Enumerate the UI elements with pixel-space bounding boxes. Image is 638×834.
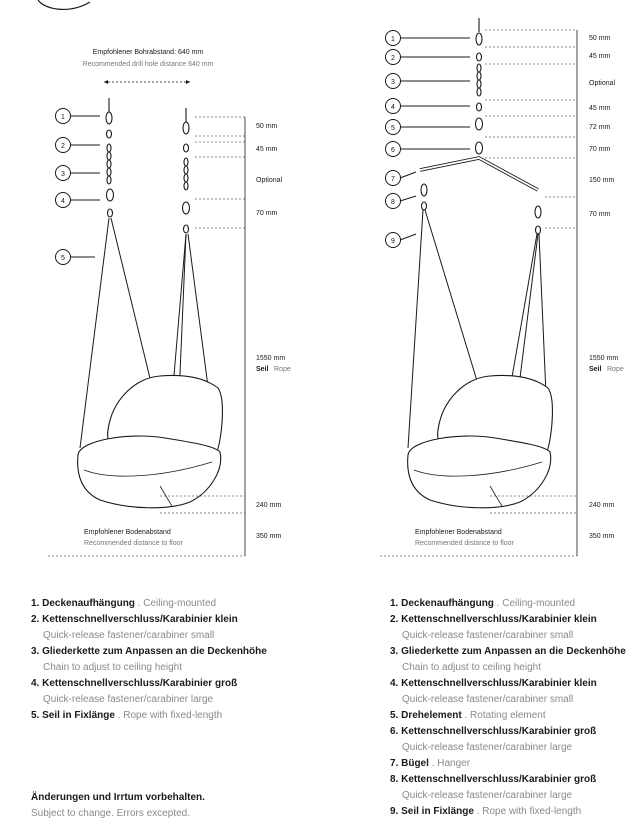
right-dim-70b: 70 mm: [589, 211, 611, 218]
left-dim-50: 50 mm: [256, 123, 278, 130]
legend-right-item: 1. Deckenaufhängung . Ceiling-mounted: [390, 598, 576, 609]
left-markers: [55, 108, 100, 265]
right-chain: [474, 18, 484, 155]
right-dim-70a: 70 mm: [589, 146, 611, 153]
right-marker-9: 9: [391, 238, 395, 245]
right-dim-45b: 45 mm: [589, 105, 611, 112]
legend-right-item: 9. Seil in Fixlänge . Rope with fixed-le…: [390, 806, 582, 817]
right-rope-de: Seil: [589, 366, 602, 373]
legend-left-item: 4. Kettenschnellverschluss/Karabinier gr…: [31, 678, 238, 689]
right-diagram: 1 2 3 4 5 6 7 8 9 50 mm 45 mm Optional 4…: [380, 18, 624, 557]
right-dim-150: 150 mm: [589, 177, 614, 184]
assembly-diagram: Empfohlener Bohrabstand: 640 mm Recommen…: [37, 0, 624, 557]
left-marker-1: 1: [61, 114, 65, 121]
legend-left-item: 2. Kettenschnellverschluss/Karabinier kl…: [31, 614, 238, 625]
right-marker-3: 3: [391, 79, 395, 86]
right-dim-240: 240 mm: [589, 502, 614, 509]
legend-right: 1. Deckenaufhängung . Ceiling-mounted 2.…: [390, 596, 638, 820]
legend-right-item: 8. Kettenschnellverschluss/Karabinier gr…: [390, 774, 597, 785]
legend-right-sub: Quick-release fastener/carabiner large: [402, 742, 573, 753]
legend-right-sub: Chain to adjust to ceiling height: [402, 662, 541, 673]
right-marker-4: 4: [391, 104, 395, 111]
footer-de: Änderungen und Irrtum vorbehalten.: [31, 792, 205, 803]
right-marker-6: 6: [391, 147, 395, 154]
right-dim-1550: 1550 mm: [589, 355, 618, 362]
hanger-bar: [419, 156, 539, 192]
legend-left-item: 1. Deckenaufhängung . Ceiling-mounted: [31, 598, 217, 609]
legend-left-sub: Quick-release fastener/carabiner large: [43, 694, 214, 705]
left-rope-en: Rope: [274, 366, 291, 373]
right-floor-en: Recommended distance to floor: [415, 540, 514, 547]
left-diagram: Empfohlener Bohrabstand: 640 mm Recommen…: [37, 0, 291, 557]
left-floor-en: Recommended distance to floor: [84, 540, 183, 547]
left-drill-de: Empfohlener Bohrabstand: 640 mm: [93, 49, 204, 56]
right-marker-5: 5: [391, 125, 395, 132]
left-dim-optional: Optional: [256, 177, 283, 184]
left-floor-de: Empfohlener Bodenabstand: [84, 529, 171, 536]
left-dimension-lines: [48, 116, 245, 557]
left-chain-left: [105, 98, 115, 218]
left-rope-de: Seil: [256, 366, 269, 373]
legend-right-item: 6. Kettenschnellverschluss/Karabinier gr…: [390, 726, 597, 737]
right-rope-en: Rope: [607, 366, 624, 373]
left-marker-5: 5: [61, 255, 65, 262]
legend-right-sub: Quick-release fastener/carabiner small: [402, 694, 574, 705]
legend-right-item: 5. Drehelement . Rotating element: [390, 710, 546, 721]
left-dim-70: 70 mm: [256, 210, 278, 217]
right-dim-50: 50 mm: [589, 35, 611, 42]
left-dim-240: 240 mm: [256, 502, 281, 509]
legend-right-item: 7. Bügel . Hanger: [390, 758, 471, 769]
logo-arc: [37, 0, 91, 10]
right-marker-8: 8: [391, 199, 395, 206]
legend-left-sub: Chain to adjust to ceiling height: [43, 662, 182, 673]
right-marker-7: 7: [391, 176, 395, 183]
right-marker-1: 1: [391, 36, 395, 43]
right-dim-350: 350 mm: [589, 533, 614, 540]
right-dim-72: 72 mm: [589, 124, 611, 131]
left-drill-en: Recommended drill hole distance 640 mm: [83, 61, 214, 68]
legend-right-sub: Quick-release fastener/carabiner large: [402, 790, 573, 801]
footer-note: Änderungen und Irrtum vorbehalten. Subje…: [31, 790, 205, 822]
legend-left-item: 5. Seil in Fixlänge . Rope with fixed-le…: [31, 710, 223, 721]
left-chain-right: [181, 108, 191, 234]
legend-right-item: 4. Kettenschnellverschluss/Karabinier kl…: [390, 678, 597, 689]
left-dim-1550: 1550 mm: [256, 355, 285, 362]
left-dim-350: 350 mm: [256, 533, 281, 540]
right-floor-de: Empfohlener Bodenabstand: [415, 529, 502, 536]
left-ropes: [79, 217, 216, 491]
left-marker-2: 2: [61, 143, 65, 150]
footer-en: Subject to change. Errors excepted.: [31, 808, 190, 819]
left-seat: [77, 374, 223, 509]
right-dim-45a: 45 mm: [589, 53, 611, 60]
legend-left-sub: Quick-release fastener/carabiner small: [43, 630, 215, 641]
legend-left-item: 3. Gliederkette zum Anpassen an die Deck…: [31, 646, 267, 657]
left-marker-3: 3: [61, 171, 65, 178]
right-marker-2: 2: [391, 55, 395, 62]
right-markers: [385, 30, 470, 248]
left-marker-4: 4: [61, 198, 65, 205]
right-seat: [407, 374, 553, 509]
right-dimension-lines: [380, 29, 577, 557]
left-dim-45: 45 mm: [256, 146, 278, 153]
legend-left: 1. Deckenaufhängung . Ceiling-mounted 2.…: [31, 596, 267, 724]
right-lower-links: [420, 183, 542, 235]
legend-right-item: 3. Gliederkette zum Anpassen an die Deck…: [390, 646, 626, 657]
legend-right-sub: Quick-release fastener/carabiner small: [402, 630, 574, 641]
legend-right-item: 2. Kettenschnellverschluss/Karabinier kl…: [390, 614, 597, 625]
right-dim-optional: Optional: [589, 80, 616, 87]
